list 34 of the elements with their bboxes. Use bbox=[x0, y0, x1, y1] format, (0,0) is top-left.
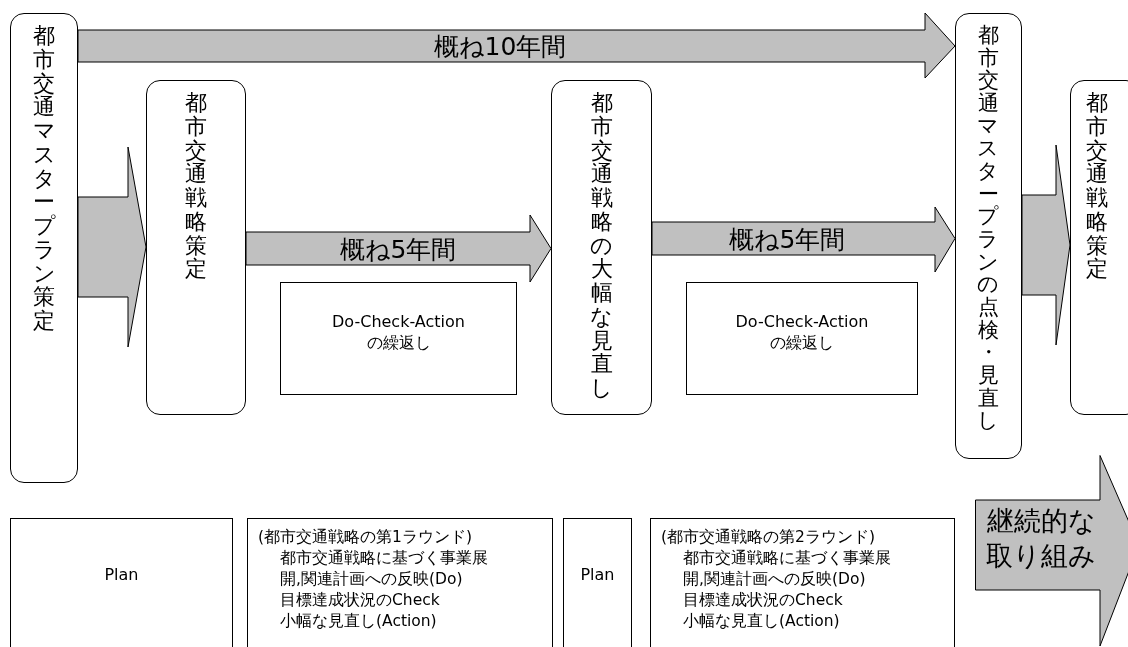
rounded-box bbox=[146, 80, 246, 415]
text-box: Plan bbox=[10, 518, 233, 647]
text-box bbox=[247, 518, 553, 647]
note-text: 目標達成状況のCheck bbox=[279, 589, 441, 611]
text-box: Do-Check-Actionの繰返し bbox=[686, 282, 918, 395]
vertical-text: 都市交通戦略の大幅な見直し bbox=[589, 91, 614, 400]
rounded-box bbox=[551, 80, 652, 415]
text-box: Do-Check-Actionの繰返し bbox=[280, 282, 517, 395]
block-arrow bbox=[245, 214, 552, 283]
block-arrow bbox=[1021, 144, 1071, 346]
edge-label: 概ね5年間 bbox=[339, 233, 457, 266]
note-text: 小幅な見直し(Action) bbox=[682, 610, 841, 632]
vertical-text: 都市交通戦略策定 bbox=[184, 91, 208, 281]
block-arrow bbox=[77, 12, 956, 79]
vertical-text: 都市交通マスタープラン策定 bbox=[32, 24, 56, 333]
note-text: 小幅な見直し(Action) bbox=[279, 610, 438, 632]
rounded-box bbox=[1070, 80, 1128, 415]
edge-label: 概ね10年間 bbox=[433, 30, 567, 63]
note-text: 都市交通戦略に基づく事業展開,関連計画への反映(Do) bbox=[682, 547, 892, 590]
rounded-box bbox=[10, 13, 78, 483]
rounded-box bbox=[955, 13, 1022, 459]
note-text: 目標達成状況のCheck bbox=[682, 589, 844, 611]
edge-label: 概ね5年間 bbox=[728, 223, 846, 256]
text-box: Plan bbox=[563, 518, 632, 647]
block-arrow bbox=[651, 206, 956, 273]
arrow-text: 継続的な取り組み bbox=[985, 504, 1097, 574]
text-box bbox=[650, 518, 955, 647]
note-text: 都市交通戦略に基づく事業展開,関連計画への反映(Do) bbox=[279, 547, 489, 590]
vertical-text: 都市交通戦略策定 bbox=[1085, 91, 1109, 281]
round-heading: (都市交通戦略の第2ラウンド) bbox=[661, 527, 876, 548]
round-heading: (都市交通戦略の第1ラウンド) bbox=[258, 527, 473, 548]
block-arrow bbox=[77, 146, 147, 348]
big-arrow bbox=[975, 455, 1128, 647]
vertical-text: 都市交通マスタープランの点検・見直し bbox=[977, 24, 1000, 433]
